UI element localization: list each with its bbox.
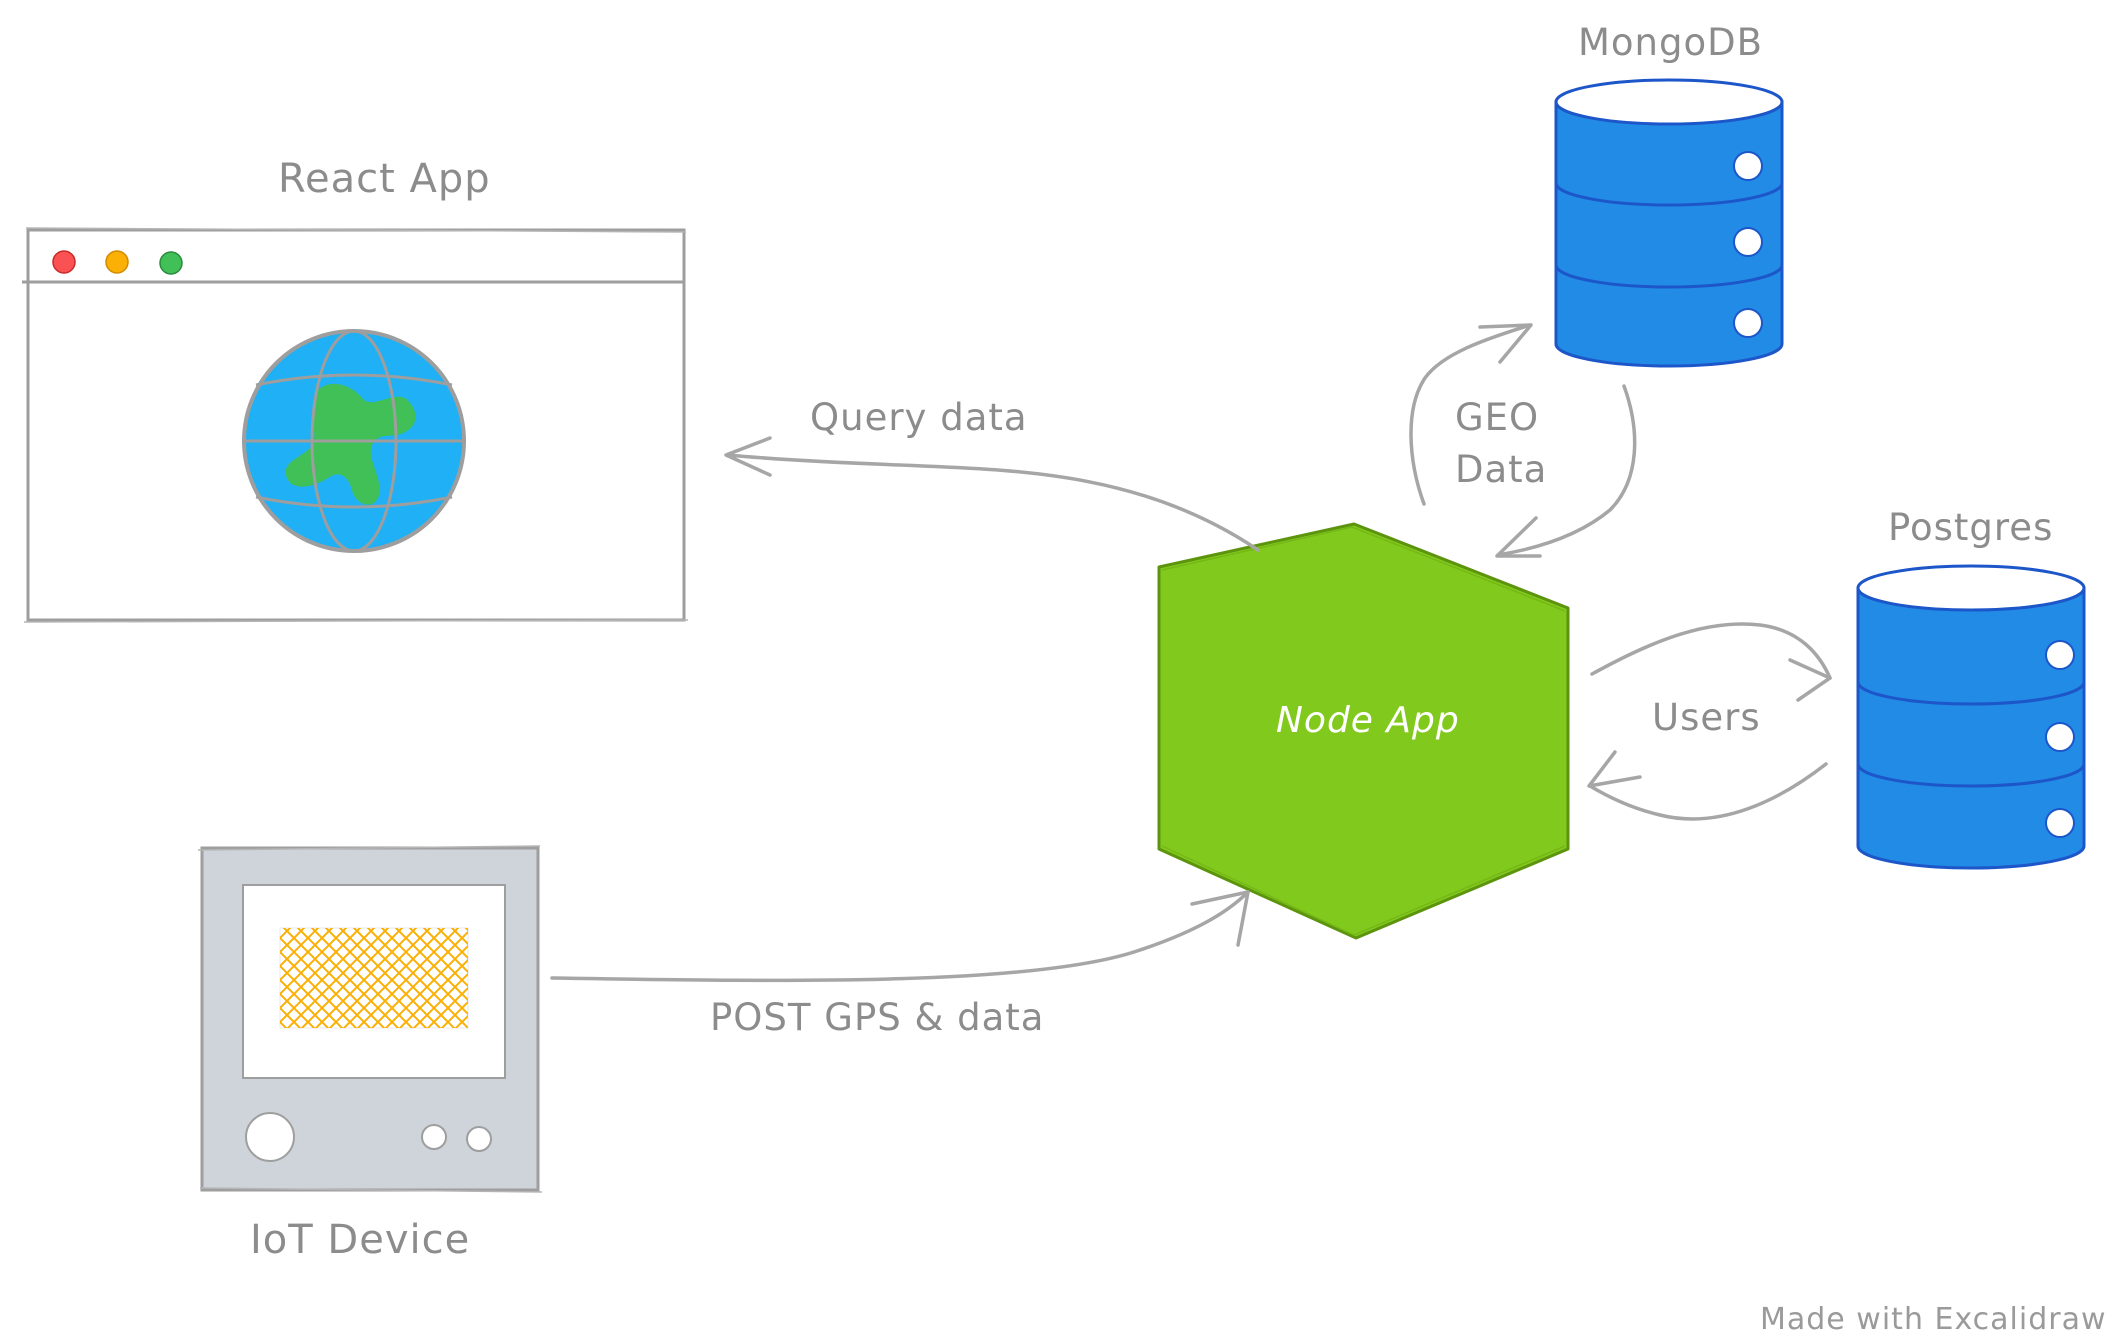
node-app-label: Node App (1276, 700, 1460, 741)
mongodb-label: MongoDB (1578, 21, 1763, 64)
device-button-icon (421, 1124, 447, 1150)
postgres-group: Postgres (1856, 506, 2086, 870)
arrow-node-to-mongodb (1409, 323, 1533, 506)
traffic-light-red-icon (52, 250, 76, 274)
arrow-node-to-react (724, 436, 1260, 552)
geo-data-label-line1: GEO (1455, 396, 1539, 439)
arrow-postgres-to-node (1587, 750, 1828, 821)
postgres-label: Postgres (1888, 506, 2053, 549)
device-knob-icon (245, 1112, 295, 1162)
iot-device-group: IoT Device (197, 845, 543, 1263)
watermark-label: Made with Excalidraw (1760, 1302, 2107, 1337)
arrow-node-to-postgres (1590, 622, 1832, 702)
geo-data-label-line2: Data (1455, 448, 1547, 491)
node-app-group: Node App (1157, 522, 1570, 940)
iot-device-label: IoT Device (250, 1217, 470, 1263)
database-cylinder-icon (1554, 78, 1784, 368)
device-button-icon (466, 1126, 492, 1152)
users-label: Users (1652, 696, 1761, 739)
hexagon-icon (1157, 522, 1570, 940)
post-gps-label: POST GPS & data (710, 996, 1044, 1039)
traffic-light-yellow-icon (105, 250, 129, 274)
browser-window-icon (22, 227, 689, 623)
query-data-label: Query data (810, 396, 1028, 439)
arrow-mongodb-to-node (1495, 384, 1637, 558)
react-app-group: React App (22, 156, 689, 623)
traffic-light-green-icon (159, 251, 183, 275)
device-screen-hatch (280, 928, 468, 1028)
react-app-label: React App (278, 156, 491, 202)
iot-device-icon (197, 845, 543, 1193)
mongodb-group: MongoDB (1554, 21, 1784, 368)
globe-icon (242, 329, 466, 553)
arrow-iot-to-node (550, 890, 1250, 983)
database-cylinder-icon (1856, 564, 2086, 870)
